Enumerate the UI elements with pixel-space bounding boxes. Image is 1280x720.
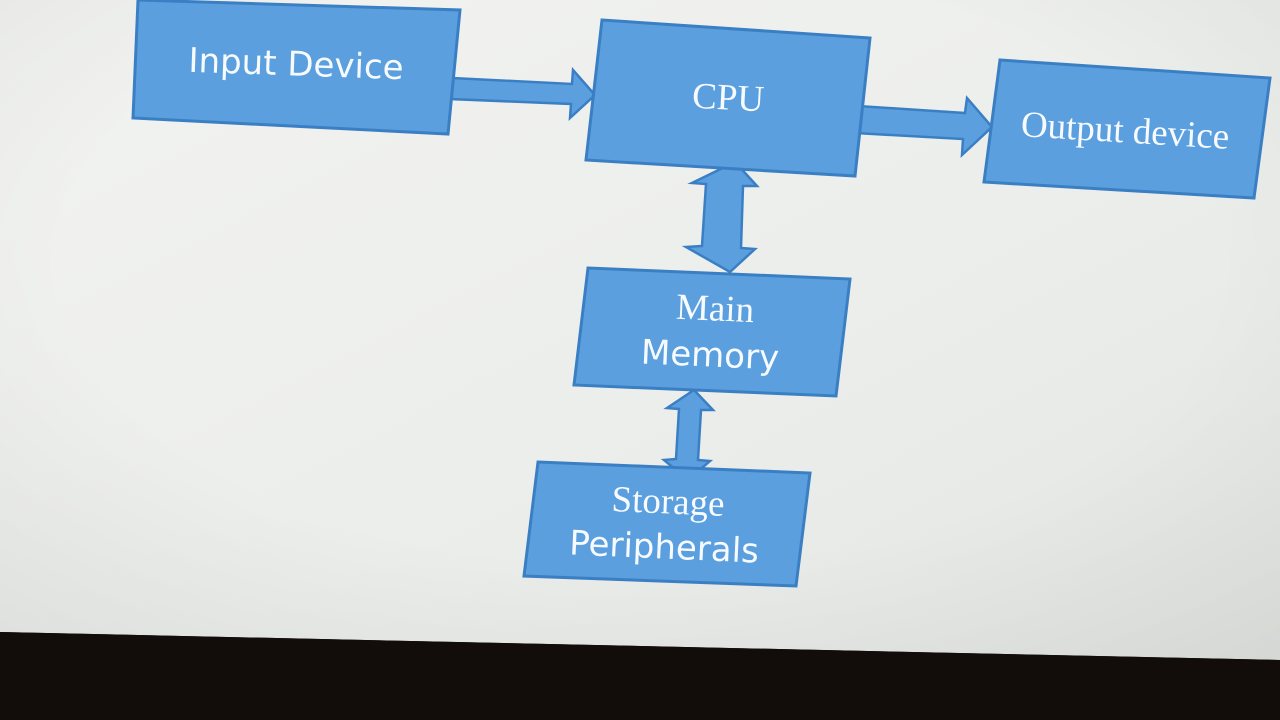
node-storage-line2: Peripherals bbox=[568, 523, 759, 571]
node-main-memory-line2: Memory bbox=[640, 333, 780, 379]
arrow-cpu-memory bbox=[681, 160, 760, 274]
arrow-input-to-cpu bbox=[448, 66, 597, 122]
node-cpu-label: CPU bbox=[691, 76, 765, 121]
monitor-bezel bbox=[0, 632, 1280, 720]
arrow-cpu-to-output bbox=[853, 95, 994, 159]
node-input-device: Input Device bbox=[131, 0, 462, 136]
node-storage-peripherals: Storage Peripherals bbox=[522, 460, 812, 588]
node-input-device-label: Input Device bbox=[188, 41, 404, 88]
node-main-memory-line1: Main bbox=[675, 287, 755, 331]
node-storage-line1: Storage bbox=[611, 479, 726, 525]
node-cpu: CPU bbox=[584, 18, 872, 178]
node-main-memory: Main Memory bbox=[572, 266, 852, 398]
node-output-device: Output device bbox=[982, 58, 1272, 200]
